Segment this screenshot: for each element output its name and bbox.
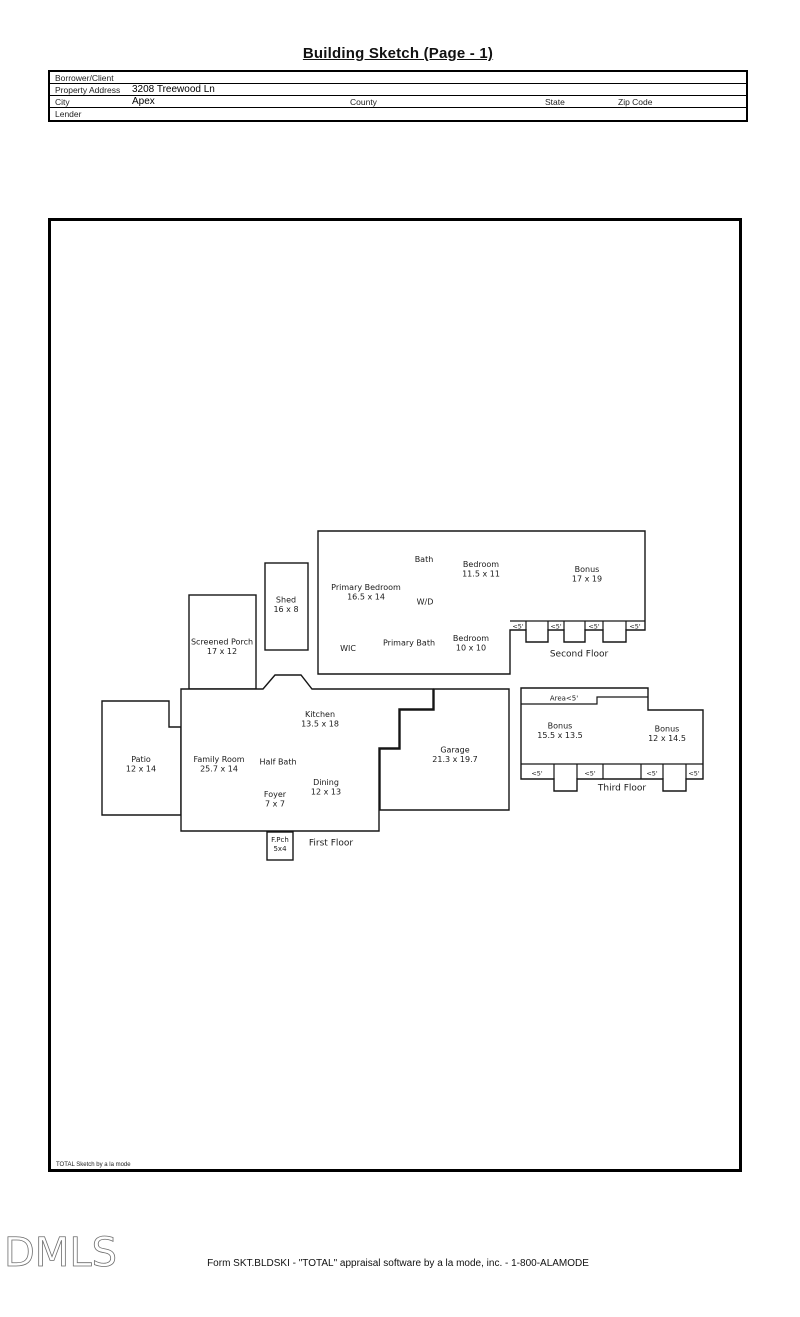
low-height-marker: <5' (646, 770, 658, 778)
third-floor-outline (520, 687, 704, 792)
second-floor-plan: Bath Bedroom 11.5 x 11 Bonus 17 x 19 Pri… (317, 530, 646, 675)
state-label: State (545, 97, 565, 107)
room-dims: 17 x 12 (207, 647, 237, 656)
low-height-marker: <5' (531, 770, 543, 778)
room-label: Dining (313, 778, 339, 787)
front-porch-outline (266, 831, 294, 861)
city-value: Apex (132, 96, 155, 107)
first-floor-plan: Kitchen 13.5 x 18 Family Room 25.7 x 14 … (180, 674, 510, 861)
total-sketch-watermark: TOTAL Sketch by a la mode (56, 1162, 131, 1168)
room-label: Garage (440, 746, 469, 755)
third-floor-plan: Area<5' Bonus 15.5 x 13.5 Bonus 12 x 14.… (520, 687, 704, 794)
property-address-label: Property Address (55, 85, 121, 95)
room-label: F.Pch (271, 836, 289, 844)
page-title: Building Sketch (Page - 1) (302, 45, 494, 62)
property-address-row: Property Address 3208 Treewood Ln (50, 84, 746, 96)
floor-title: First Floor (309, 839, 353, 849)
room-label: WIC (340, 644, 356, 653)
outbuildings: Shed 16 x 8 Screened Porch 17 x 12 Patio… (101, 562, 309, 816)
low-height-marker: <5' (588, 623, 600, 631)
room-dims: 17 x 19 (572, 575, 602, 584)
third-floor-low-height-lines (521, 763, 703, 779)
low-height-marker: <5' (550, 623, 562, 631)
dmls-logo: DMLS (4, 1230, 118, 1276)
third-floor-area-strip-line (521, 696, 648, 705)
room-label: Family Room (193, 755, 244, 764)
room-dims: 25.7 x 14 (200, 765, 238, 774)
room-label: Bonus (655, 725, 680, 734)
screened-porch-outline (188, 594, 257, 690)
zip-code-label: Zip Code (618, 97, 653, 107)
room-dims: 16.5 x 14 (347, 593, 385, 602)
borrower-label: Borrower/Client (55, 73, 114, 83)
room-dims: 15.5 x 13.5 (537, 731, 582, 740)
room-label: Kitchen (305, 710, 335, 719)
room-dims: 12 x 13 (311, 788, 341, 797)
room-label: Foyer (264, 790, 287, 799)
low-height-marker: <5' (512, 623, 524, 631)
low-height-marker: <5' (629, 623, 641, 631)
lender-label: Lender (55, 109, 82, 119)
room-label: Primary Bedroom (331, 583, 401, 592)
first-floor-outline (180, 674, 434, 832)
low-height-marker: <5' (688, 770, 700, 778)
lender-row: Lender (50, 108, 746, 120)
shed-outline (264, 562, 309, 651)
room-dims: 5x4 (273, 845, 287, 853)
room-label: Bonus (575, 565, 600, 574)
footer-form-line: Form SKT.BLDSKI - "TOTAL" appraisal soft… (207, 1258, 589, 1269)
room-dims: 10 x 10 (456, 644, 486, 653)
room-label: Primary Bath (383, 639, 435, 648)
city-county-state-zip-row: City Apex County State Zip Code (50, 96, 746, 108)
garage-outline (379, 688, 510, 811)
room-label: Shed (276, 596, 296, 605)
room-dims: 12 x 14 (126, 765, 156, 774)
room-label: Patio (131, 755, 151, 764)
room-label: Bedroom (463, 560, 499, 569)
room-dims: 7 x 7 (265, 800, 285, 809)
room-dims: 21.3 x 19.7 (432, 755, 477, 764)
property-address-value: 3208 Treewood Ln (132, 84, 215, 95)
county-label: County (350, 97, 377, 107)
room-label: Screened Porch (191, 638, 253, 647)
room-dims: 12 x 14.5 (648, 734, 686, 743)
city-label: City (55, 97, 70, 107)
second-floor-low-height-lines (510, 620, 645, 630)
room-dims: 11.5 x 11 (462, 570, 500, 579)
room-label: Bath (415, 555, 434, 564)
room-label: Half Bath (259, 758, 296, 767)
room-dims: 13.5 x 18 (301, 720, 339, 729)
area-under-5ft-label: Area<5' (550, 695, 578, 703)
floor-title: Third Floor (597, 784, 647, 794)
room-dims: 16 x 8 (273, 605, 298, 614)
room-label: Bonus (548, 722, 573, 731)
room-label: Bedroom (453, 634, 489, 643)
floor-title: Second Floor (550, 650, 609, 660)
room-label: W/D (417, 598, 434, 607)
borrower-row: Borrower/Client (50, 72, 746, 84)
low-height-marker: <5' (584, 770, 596, 778)
property-info-table: Borrower/Client Property Address 3208 Tr… (48, 70, 748, 122)
